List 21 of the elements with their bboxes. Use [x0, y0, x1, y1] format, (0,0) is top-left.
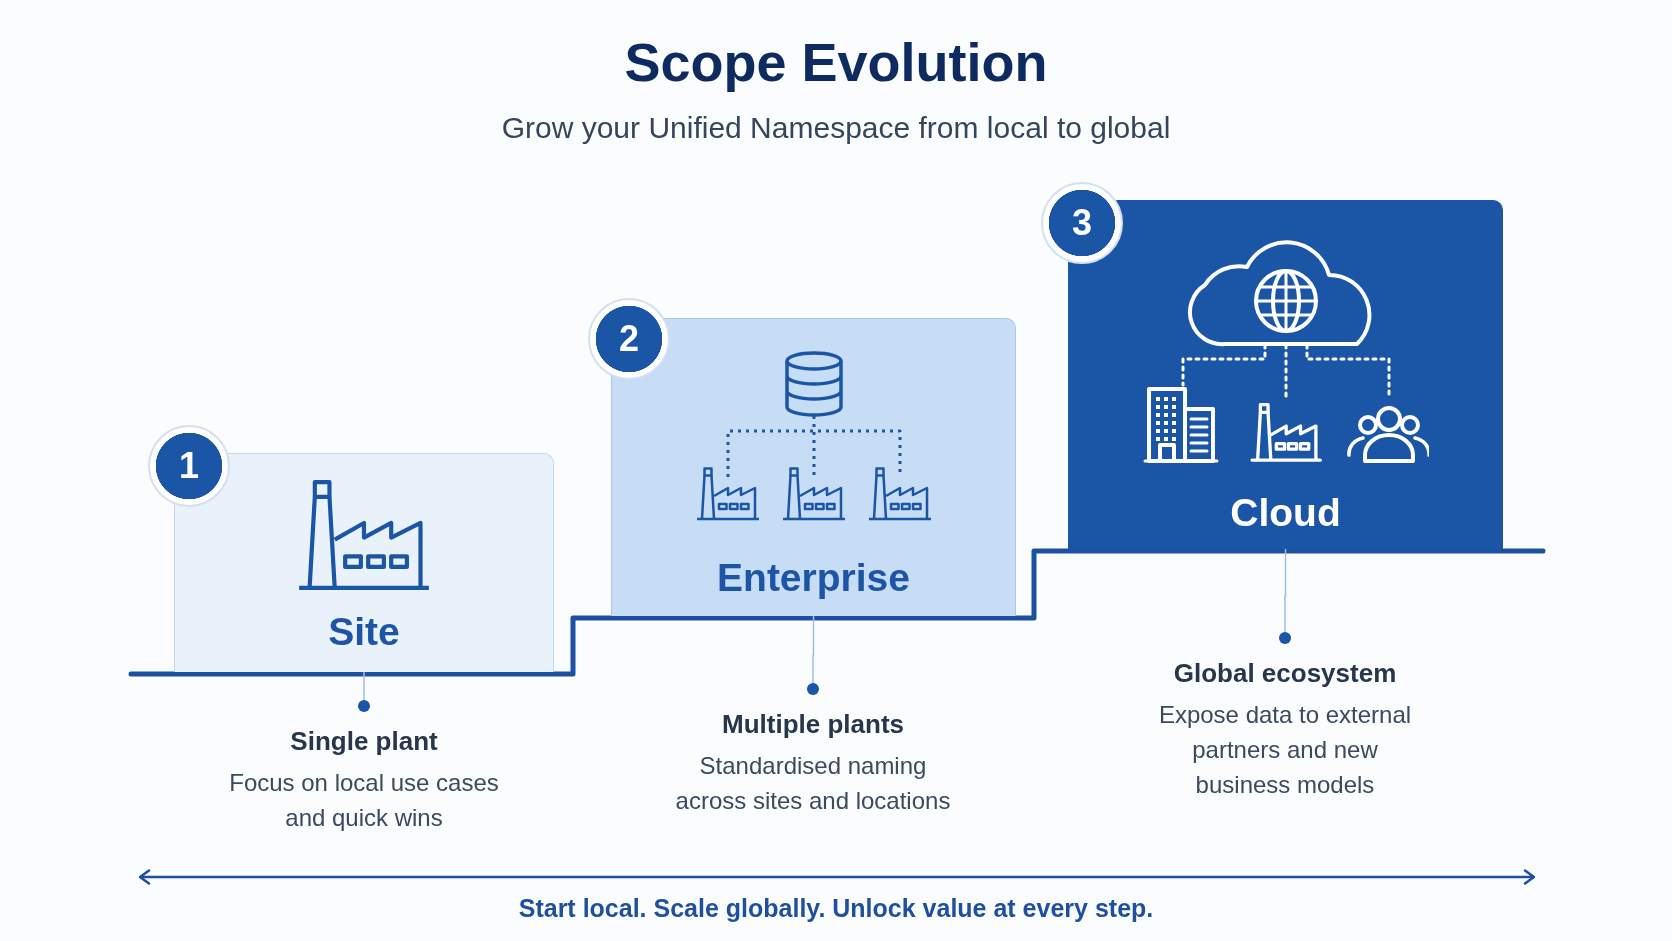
leader-line [807, 615, 819, 696]
diagram-title: Scope Evolution [624, 31, 1048, 93]
step-number: 1 [148, 425, 230, 507]
step-description: Standardised naming across sites and locations [674, 751, 952, 816]
step-heading: Global ecosystem [1173, 657, 1397, 689]
step-description: Focus on local use cases and quick wins [228, 768, 500, 833]
step-number: 2 [588, 298, 670, 380]
leader-line [1279, 548, 1291, 645]
subtitle: Grow your Unified Namespace from local to global [501, 110, 1171, 146]
leader-line [358, 671, 370, 713]
step-heading: Multiple plants [722, 708, 904, 740]
step-card [611, 318, 1016, 616]
step-title: Site [328, 609, 400, 655]
step-number: 3 [1041, 182, 1123, 264]
step-title: Cloud [1230, 490, 1341, 536]
step-heading: Single plant [290, 725, 438, 757]
step-title: Enterprise [717, 555, 910, 601]
step-card [174, 453, 554, 672]
step-card [1068, 200, 1503, 549]
step-description: Expose data to external partners and new business models [1157, 700, 1413, 800]
caption: Start local. Scale globally. Unlock value at every step. [518, 893, 1154, 923]
